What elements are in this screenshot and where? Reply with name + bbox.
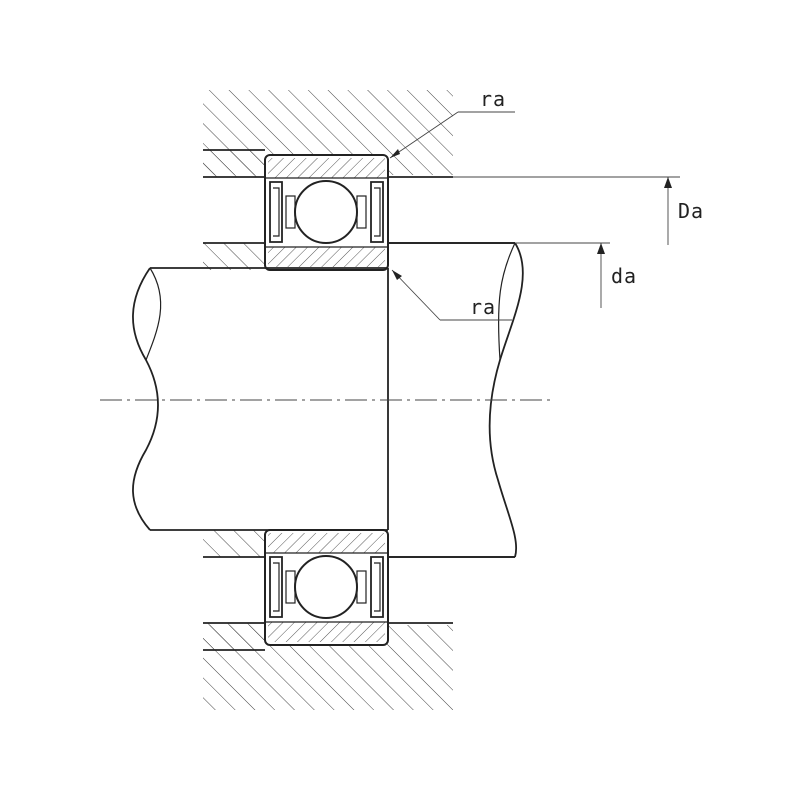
ra-top-label: ra <box>480 87 506 111</box>
shoulder-spacer-bottom <box>203 530 265 650</box>
bearing-bottom <box>264 529 389 646</box>
Da-dimension: Da <box>453 176 704 245</box>
shaft <box>132 242 524 558</box>
shoulder-spacer-top <box>203 150 265 270</box>
ra-shoulder-label: ra <box>470 295 496 319</box>
da-label: da <box>611 264 637 288</box>
ball-top <box>294 180 358 244</box>
ra-top-callout: ra <box>389 87 515 159</box>
ra-shoulder-callout: ra <box>391 269 512 321</box>
bearing-top <box>264 154 389 271</box>
da-dimension: da <box>515 242 637 308</box>
Da-label: Da <box>678 199 704 223</box>
ball-bottom <box>294 555 358 619</box>
